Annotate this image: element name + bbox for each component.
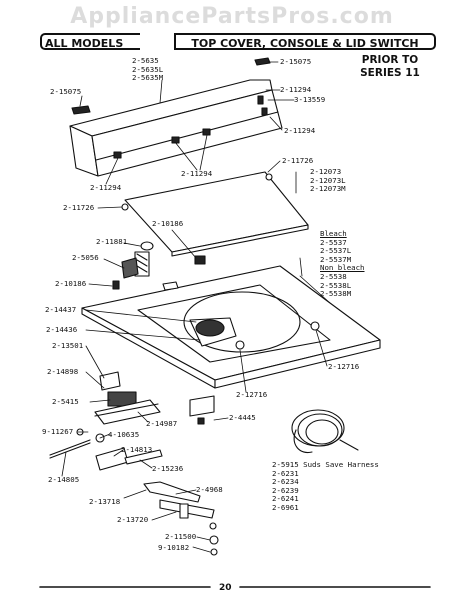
part-number: 2-6234 (272, 477, 299, 487)
part-number: 2-13718 (89, 497, 121, 506)
harness-part-numbers: 2-5915 Suds Save Harness 2-6231 2-6234 2… (272, 460, 379, 513)
part-number: 2-11881 (96, 237, 128, 246)
bleach-heading: Bleach (320, 229, 347, 238)
part-number: 2-5635M (132, 73, 164, 83)
part-number: 2-5537 (320, 237, 347, 247)
non-bleach-heading: Non bleach (320, 263, 365, 273)
part-number: 9-10182 (158, 543, 190, 552)
harness-title: 2-5915 Suds Save Harness (272, 460, 379, 469)
part-number: 2-5538 (320, 271, 347, 281)
part-number: 2-5635L (132, 64, 164, 74)
diagram-title: TOP COVER, CONSOLE & LID SWITCH (174, 33, 436, 50)
lid-switch-illustration (112, 241, 206, 290)
page-number: 20 (219, 583, 232, 593)
console-part-numbers: 2-5635 2-5635L 2-5635M (132, 56, 164, 83)
models-label: ALL MODELS (40, 33, 140, 50)
part-number: 2-14436 (46, 325, 78, 334)
part-number: 2-14437 (45, 305, 77, 314)
part-number: 2-5537M (320, 254, 352, 264)
part-number: 2-12073L (310, 175, 346, 185)
part-number: 9-11267 (42, 427, 74, 436)
part-number: 2-12073 (310, 167, 342, 176)
part-number: 2-5538L (320, 280, 352, 290)
bracket-illustration (143, 481, 219, 556)
series-note-line1: PRIOR TO (361, 54, 419, 66)
part-number: 2-5635 (132, 56, 159, 65)
part-number: 2-5056 (72, 253, 99, 262)
part-number: 2-11294 (181, 169, 213, 178)
part-number: 4-10635 (108, 430, 140, 439)
part-number: 2-14898 (47, 367, 79, 376)
part-number: 2-14987 (146, 419, 178, 428)
part-number: 2-5538M (320, 289, 352, 299)
bleach-part-numbers: Bleach 2-5537 2-5537L 2-5537M Non bleach… (320, 229, 365, 299)
part-number: 2-15075 (280, 57, 312, 66)
part-number: 2-4445 (229, 413, 256, 422)
part-number: 2-12716 (236, 390, 268, 399)
series-note: PRIOR TO SERIES 11 (352, 54, 428, 80)
part-number: 2-4968 (196, 485, 223, 494)
part-number: 2-10186 (152, 219, 184, 228)
part-number: 2-11294 (284, 126, 316, 135)
part-number: 2-6239 (272, 485, 299, 495)
lid-illustration (121, 171, 309, 257)
part-number: 3-13559 (294, 95, 326, 104)
part-number: 2-12716 (328, 362, 360, 371)
part-number: 2-6961 (272, 502, 299, 512)
part-number: 2-6241 (272, 494, 299, 504)
part-number: 2-5537L (320, 246, 352, 256)
leader-lines (61, 61, 331, 553)
part-number: 2-10186 (55, 279, 87, 288)
part-number: 2-11294 (280, 85, 312, 94)
part-number: 2-11726 (282, 156, 314, 165)
harness-illustration (291, 409, 359, 454)
part-number: 2-5415 (52, 397, 79, 406)
part-number: 2-11500 (165, 532, 197, 541)
part-number: 2-11726 (63, 203, 95, 212)
part-number: 2-6231 (272, 468, 299, 478)
part-number: 2-14813 (121, 445, 153, 454)
part-number: 2-13501 (52, 341, 84, 350)
switch-assembly-illustration (49, 371, 215, 471)
part-number: 2-13720 (117, 515, 149, 524)
part-number: 2-12073M (310, 184, 346, 194)
lid-part-numbers: 2-12073 2-12073L 2-12073M (310, 167, 346, 194)
part-number: 2-15236 (152, 464, 184, 473)
top-cover-illustration (81, 265, 381, 389)
watermark: AppliancePartsPros.com (70, 4, 394, 29)
console-illustration (69, 57, 283, 177)
part-number: 2-14805 (48, 475, 80, 484)
part-number: 2-15075 (50, 87, 82, 96)
part-number: 2-11294 (90, 183, 122, 192)
series-note-line2: SERIES 11 (360, 67, 420, 79)
